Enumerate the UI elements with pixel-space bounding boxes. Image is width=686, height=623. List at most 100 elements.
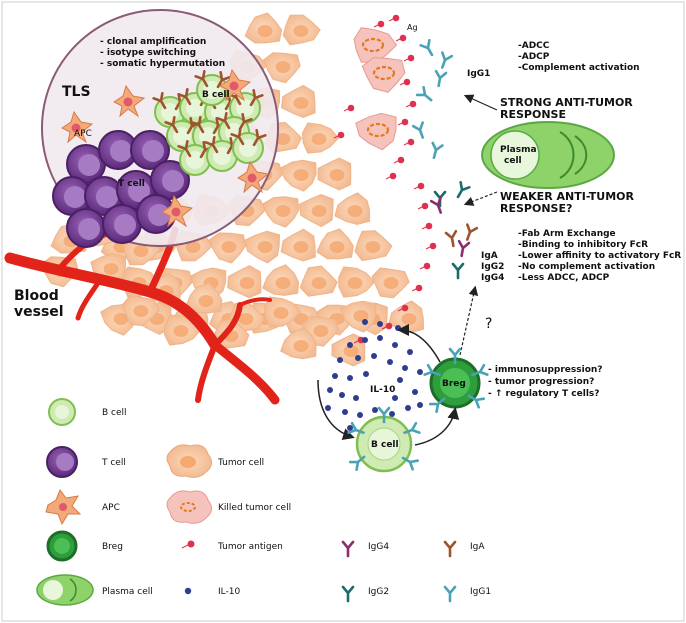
tumor-nucleus: [329, 169, 345, 181]
tls-tcell-nucleus: [114, 214, 136, 236]
legend: B cell T cell APC Breg Plasma cell: [36, 398, 291, 606]
tls-apc-label: APC: [74, 129, 92, 139]
breg-receptor: [428, 397, 446, 413]
killed-tumor-cell: [355, 112, 397, 151]
breg-receptor: [448, 347, 462, 365]
igg4-antibody: [429, 196, 443, 214]
il10-dot: [371, 353, 377, 359]
strong-heading-2: RESPONSE: [500, 108, 566, 121]
tls-tcell-nucleus: [110, 140, 132, 162]
tumor-nucleus: [293, 340, 309, 352]
bcell-receptor: [216, 112, 231, 130]
tls-title: TLS: [62, 84, 91, 100]
igg2-icon: [341, 585, 355, 603]
tls-tcell-nucleus: [148, 204, 170, 226]
bcell-receptor: [347, 421, 365, 435]
legend-apc: APC: [102, 503, 120, 513]
legend-tumor-icon: [166, 444, 212, 478]
bcell-receptor: [177, 88, 192, 106]
tumor-nucleus: [293, 97, 309, 109]
tumor-nucleus: [185, 241, 201, 253]
tumor-antigen: [417, 182, 425, 190]
antigen-label: Ag: [407, 23, 418, 32]
igg1-antibody: [440, 51, 454, 69]
tls-tcell-nucleus: [128, 180, 150, 202]
il10-dot: [412, 389, 418, 395]
tumor-nucleus: [313, 325, 329, 337]
legend-bcell: B cell: [102, 408, 127, 418]
blood-vessel-label-line2: vessel: [14, 304, 64, 320]
tls-tcell-nucleus: [78, 154, 100, 176]
igg1-antibody: [419, 39, 434, 57]
bcell-receptor: [216, 71, 231, 89]
tls-tcell-nucleus: [96, 186, 118, 208]
tumor-nucleus: [239, 277, 255, 289]
legend-il10: IL-10: [218, 587, 240, 597]
fragmented-nucleus: [366, 122, 390, 138]
question-mark: ?: [485, 316, 492, 332]
legend-igg1: IgG1: [470, 587, 491, 597]
legend-igg2: IgG2: [368, 587, 389, 597]
legend-breg: Breg: [102, 542, 123, 552]
breg-antibodies: [347, 347, 489, 471]
il10-dot: [362, 337, 368, 343]
tls-note-1: - clonal amplification: [100, 37, 206, 47]
tls-bcell-label: B cell: [202, 90, 230, 100]
tls-tcell-label: T cell: [118, 179, 145, 189]
breg-cell: [429, 357, 481, 409]
il10-dot: [402, 365, 408, 371]
il10-label: IL-10: [370, 385, 395, 395]
il10-dot: [355, 355, 361, 361]
tumor-antigen: [403, 78, 411, 86]
bcell-receptor: [348, 455, 366, 471]
tumor-nucleus: [383, 277, 399, 289]
weak-effect-4: -No complement activation: [518, 262, 655, 272]
killed-tumor-cells: [353, 27, 406, 151]
tumor-nucleus: [311, 205, 327, 217]
weak-effect-2: -Binding to inhibitory FcR: [518, 240, 648, 250]
tumor-antigen: [429, 242, 437, 250]
bcell-receptor: [238, 113, 253, 131]
bcell-receptor: [152, 92, 167, 110]
tumor-antigen: [415, 284, 423, 292]
legend-plasma: Plasma cell: [102, 587, 153, 597]
legend-iga: IgA: [470, 542, 485, 552]
bcell-receptor: [164, 116, 179, 134]
il10-dot: [417, 369, 423, 375]
tumor-nucleus: [329, 241, 345, 253]
tls-tcell-nucleus: [142, 140, 164, 162]
breg-receptor: [423, 363, 441, 377]
blood-vessel: [4, 226, 280, 405]
blood-vessel-label-line1: Blood: [14, 288, 59, 304]
legend-breg-icon: [46, 530, 78, 562]
legend-bcell-icon: [48, 398, 76, 426]
legend-antigen-icon: [181, 540, 195, 549]
breg-receptor: [467, 394, 485, 409]
tumor-nucleus: [293, 25, 309, 37]
tumor-antigen: [377, 20, 385, 28]
tls-apc-nucleus: [229, 81, 239, 91]
plasma-cell: [481, 121, 615, 189]
tumor-antigen: [409, 100, 417, 108]
tumor-nucleus: [311, 277, 327, 289]
strong-heading-1: STRONG ANTI-TUMOR: [500, 96, 633, 109]
tumor-nucleus: [221, 241, 237, 253]
bcell-receptor: [249, 89, 264, 107]
killed-tumor-cell: [353, 27, 398, 63]
igg1-antibody: [411, 121, 425, 139]
tls-apc-nucleus: [171, 207, 181, 217]
tumor-nucleus: [257, 241, 273, 253]
breg-effect-1: - immunosuppression?: [488, 365, 603, 375]
igg1-icon: [443, 585, 457, 603]
legend-tcell: T cell: [101, 458, 126, 468]
tumor-nucleus: [113, 313, 129, 325]
tumor-to-bcell-arrow: [317, 379, 355, 440]
tumor-nucleus: [311, 133, 327, 145]
tumor-nucleus: [293, 169, 309, 181]
tumor-nucleus: [275, 61, 291, 73]
legend-plasma-icon: [36, 574, 94, 606]
tumor-antigen: [399, 34, 407, 42]
tumor-nucleus: [257, 25, 273, 37]
tumor-antigen: [347, 104, 355, 112]
il10-dot: [407, 349, 413, 355]
